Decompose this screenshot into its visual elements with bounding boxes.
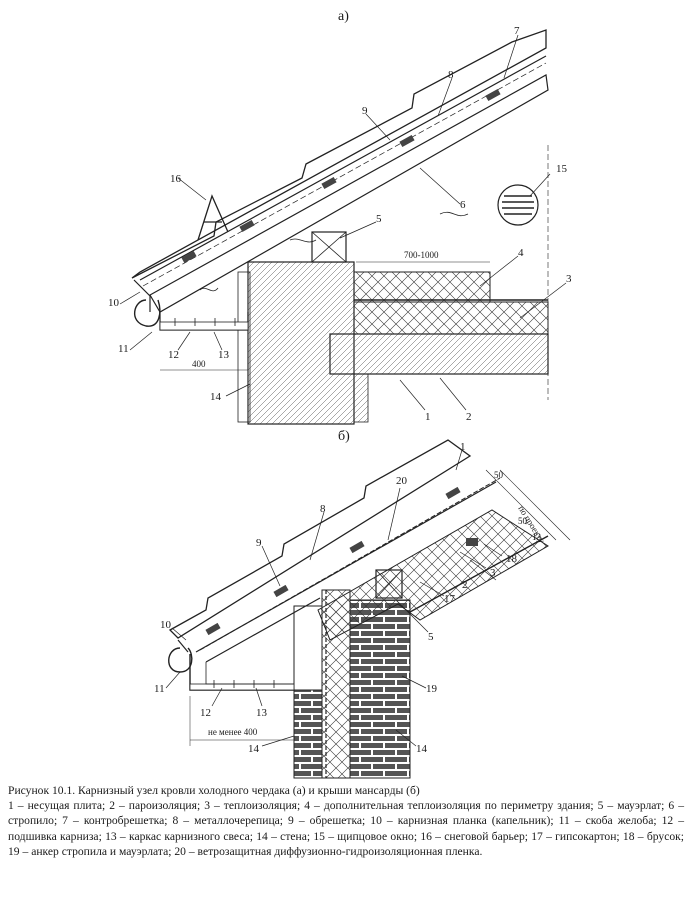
label-b-10: 10 [160, 619, 172, 631]
dim-50-a: 50 [494, 470, 504, 480]
label-b-18: 18 [506, 553, 518, 565]
panel-b: б) [154, 429, 571, 779]
label-b-8: 8 [320, 503, 326, 515]
gypsum-board [409, 535, 549, 613]
extra-insulation [353, 271, 491, 303]
gable-window [497, 184, 539, 226]
rafter [149, 74, 549, 313]
label-a-7: 7 [514, 25, 520, 37]
dim-50-b: 50 [518, 516, 528, 526]
snow-barrier [197, 194, 229, 241]
roof-insulation [317, 509, 549, 641]
wall-facing [237, 271, 251, 423]
label-a-11: 11 [118, 343, 129, 355]
label-b-5: 5 [428, 631, 434, 643]
label-b-2: 2 [462, 579, 468, 591]
dim-overhang-b: не менее 400 [208, 727, 258, 737]
label-a-16: 16 [170, 173, 182, 185]
label-b-12: 12 [200, 707, 211, 719]
drip-edge [133, 279, 151, 312]
panel-b-title: б) [338, 429, 350, 444]
brick-wall-outer [293, 689, 323, 779]
label-a-12: 12 [168, 349, 179, 361]
panel-a-title: а) [338, 9, 349, 24]
slab-support [353, 373, 369, 423]
gutter-bracket [134, 299, 161, 327]
brick-wall [349, 599, 411, 779]
label-b-19: 19 [426, 683, 438, 695]
caption-legend: 1 – несущая плита; 2 – пароизоляция; 3 –… [8, 799, 684, 858]
soffit [159, 321, 249, 331]
label-a-1: 1 [425, 411, 431, 423]
label-a-9: 9 [362, 105, 368, 117]
dim-overhang-a: 400 [192, 359, 206, 369]
label-a-6: 6 [460, 199, 466, 211]
eaves-diagram: а) [108, 9, 572, 779]
label-a-14: 14 [210, 391, 222, 403]
label-a-15: 15 [556, 163, 568, 175]
block-18 [466, 538, 478, 546]
label-b-14-left: 14 [248, 743, 260, 755]
load-bearing-slab [329, 333, 549, 375]
soffit-b [189, 683, 295, 691]
label-b-11: 11 [154, 683, 165, 695]
dim-width-a: 700-1000 [404, 250, 439, 260]
label-a-8: 8 [448, 69, 454, 81]
label-a-10: 10 [108, 297, 120, 309]
metal-tile [131, 29, 547, 279]
label-a-3: 3 [566, 273, 572, 285]
label-b-20: 20 [396, 475, 408, 487]
metal-tile-b [168, 439, 472, 639]
label-b-14-right: 14 [416, 743, 428, 755]
label-b-13: 13 [256, 707, 268, 719]
label-a-5: 5 [376, 213, 382, 225]
stud [293, 605, 323, 691]
thermal-insulation [353, 301, 549, 335]
label-b-3: 3 [490, 567, 496, 579]
dim-13: 13 [532, 532, 542, 542]
label-a-13: 13 [218, 349, 230, 361]
label-a-2: 2 [466, 411, 472, 423]
panel-a: а) [108, 9, 572, 425]
figure-caption: Рисунок 10.1. Карнизный узел кровли холо… [8, 783, 684, 859]
label-a-4: 4 [518, 247, 524, 259]
label-b-17: 17 [444, 593, 456, 605]
caption-title: Рисунок 10.1. Карнизный узел кровли холо… [8, 784, 420, 797]
label-b-1: 1 [460, 441, 466, 453]
label-b-9: 9 [256, 537, 262, 549]
